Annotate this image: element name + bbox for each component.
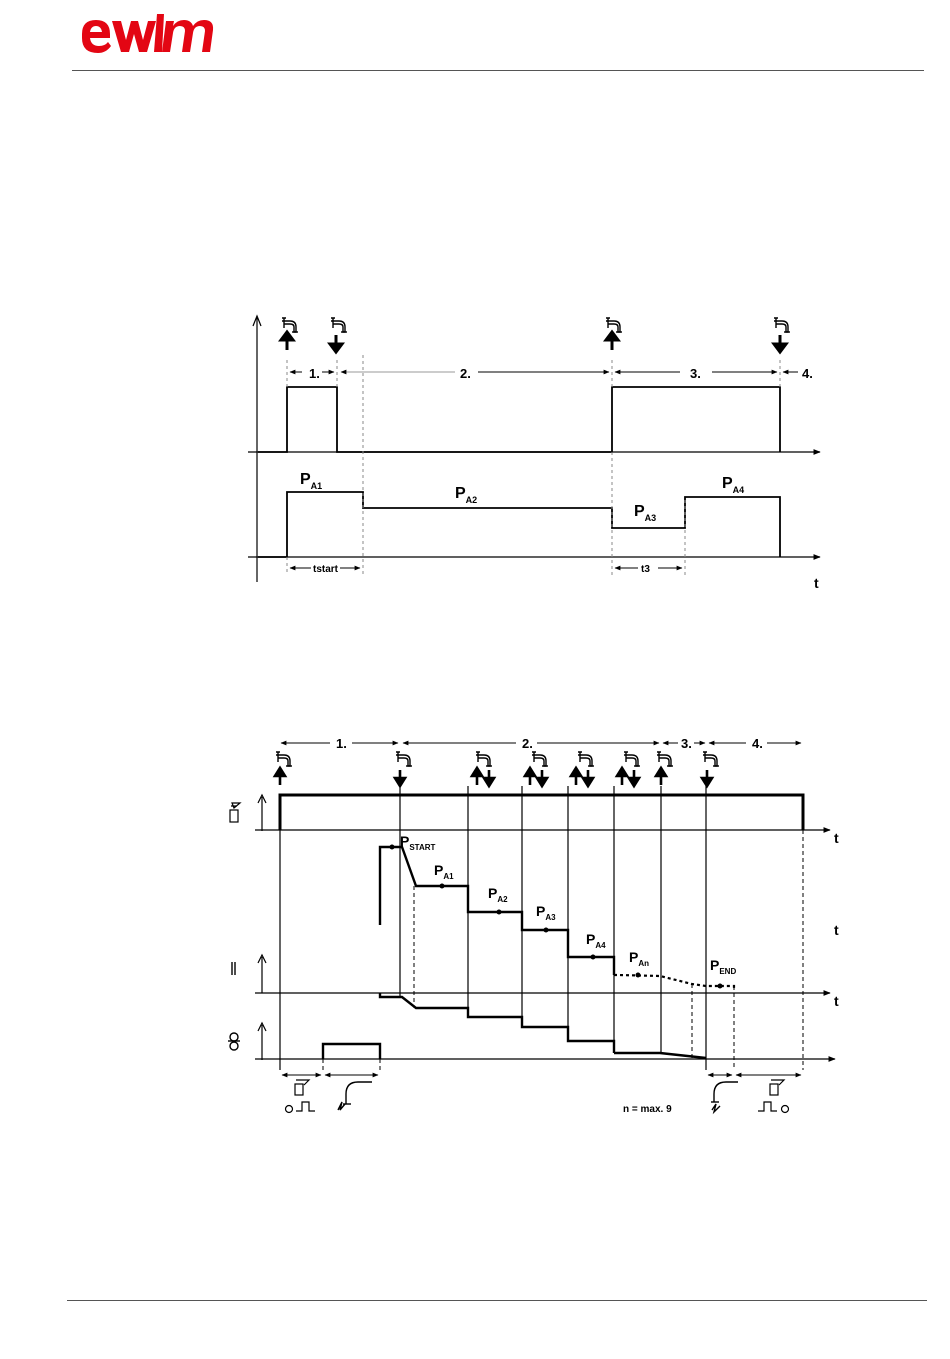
phase-label: 1. [309, 366, 320, 381]
gas-preflow-icon [286, 1080, 316, 1113]
t3-label: t3 [641, 564, 650, 575]
phase-label: 2. [460, 366, 471, 381]
t-axis-label: t [834, 993, 839, 1009]
phase-label: 1. [336, 736, 347, 751]
wire-feed-icon [228, 1033, 240, 1050]
torch-icon [606, 318, 622, 332]
diagram-1: 1. 2. 3. 4. PA1 PA2 PA3 PA4 tstart t3 t [0, 300, 950, 600]
t-axis-label: t [834, 922, 839, 938]
param-label-pa1: PA1 [434, 862, 454, 881]
phase-label: 4. [752, 736, 763, 751]
tstart-label: tstart [313, 564, 339, 575]
program-trace [258, 492, 780, 557]
param-label-pa4: PA4 [586, 931, 606, 950]
torch-icon [396, 752, 412, 766]
param-label-pa4: PA4 [722, 475, 744, 495]
param-label-pa3: PA3 [536, 903, 556, 922]
arc-current-trace [380, 993, 614, 1053]
phase-label: 4. [802, 366, 813, 381]
param-label-pan: PAn [629, 949, 649, 968]
param-label-pa3: PA3 [634, 503, 656, 523]
param-label-pend: PEND [710, 957, 736, 976]
torch-icon [331, 318, 347, 332]
t-axis-label: t [834, 830, 839, 846]
torch-icon [703, 752, 719, 766]
current-icon [232, 962, 235, 975]
torch-icon [476, 752, 492, 766]
torch-icon [774, 318, 790, 332]
diagram-2: 1. 2. 3. 4. t PSTART P [0, 720, 950, 1130]
wire-trace [323, 1044, 706, 1059]
torch-icon [657, 752, 673, 766]
torch-icon [711, 1082, 738, 1112]
torch-icon [578, 752, 594, 766]
param-label-pa2: PA2 [455, 485, 477, 505]
torch-icon [282, 318, 298, 332]
torch-signal-trace [258, 387, 780, 452]
torch-icon [532, 752, 548, 766]
gas-valve-icon [230, 803, 240, 822]
phase-label: 3. [690, 366, 701, 381]
gas-trace [280, 795, 803, 830]
t-axis-label: t [814, 575, 819, 591]
gas-postflow-icon [758, 1080, 789, 1113]
max-n-note: n = max. 9 [623, 1104, 672, 1115]
phase-label: 2. [522, 736, 533, 751]
phase-label: 3. [681, 736, 692, 751]
ewm-logo: ewm [80, 6, 220, 60]
torch-icon [276, 752, 292, 766]
param-label-pstart: PSTART [400, 833, 436, 852]
param-label-pa2: PA2 [488, 885, 508, 904]
footer-rule [67, 1300, 927, 1301]
header-rule [72, 70, 924, 71]
arc-ignition-icon [338, 1082, 372, 1110]
param-label-pa1: PA1 [300, 471, 322, 491]
torch-icon [624, 752, 640, 766]
